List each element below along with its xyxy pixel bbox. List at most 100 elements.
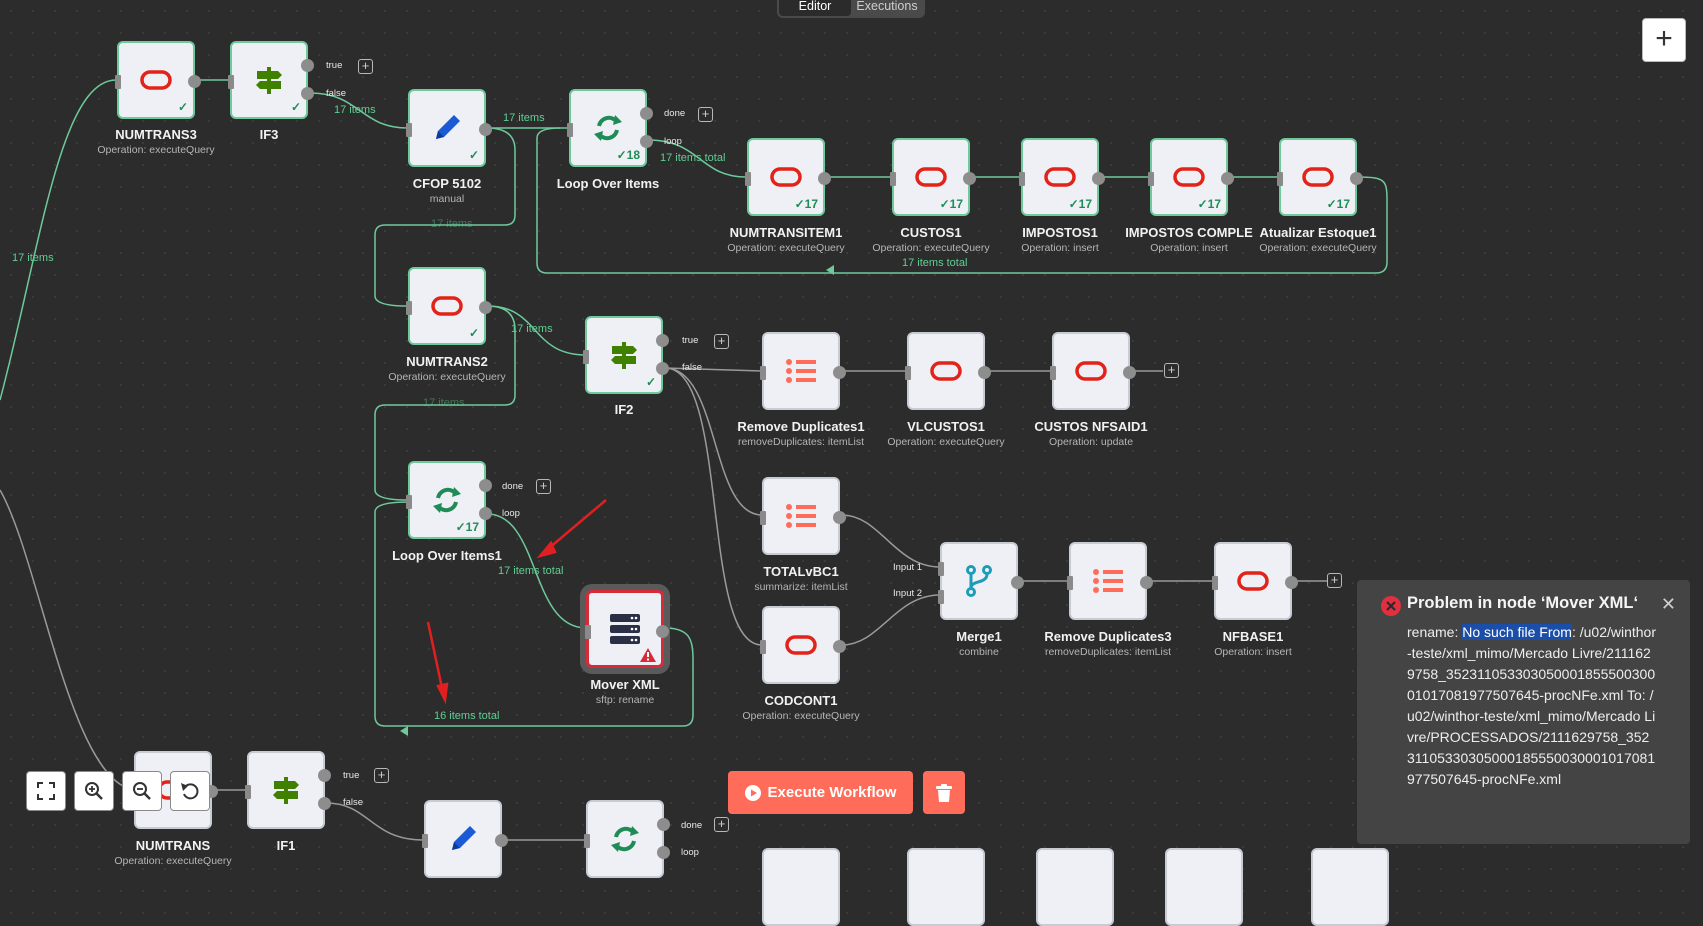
add-connection-button[interactable]: + (358, 59, 373, 74)
output-handle-false[interactable] (318, 797, 331, 810)
node-partial-3[interactable] (1036, 848, 1114, 926)
selected-text: No such file From (1462, 624, 1572, 640)
node-impostos1[interactable]: ✓17 (1019, 138, 1105, 216)
output-handle-done[interactable] (640, 107, 653, 120)
node-edit-fields[interactable] (422, 800, 508, 878)
add-connection-button[interactable]: + (374, 768, 389, 783)
output-handle[interactable] (479, 123, 492, 136)
node-label: CFOP 5102 (412, 176, 482, 191)
node-subtitle: Operation: insert (1150, 242, 1228, 254)
add-connection-button[interactable]: + (1327, 573, 1342, 588)
node-remove-duplicates1[interactable] (760, 332, 846, 410)
node-nfbase1[interactable] (1212, 542, 1298, 620)
edge-label: 17 items (334, 104, 376, 116)
output-handle[interactable] (1221, 172, 1234, 185)
output-handle-done[interactable] (479, 479, 492, 492)
list-icon (786, 359, 816, 383)
success-check-icon: ✓17 (1197, 197, 1221, 211)
node-codcont1[interactable] (760, 606, 846, 684)
execute-workflow-button[interactable]: Execute Workflow (728, 771, 913, 814)
node-numtrans2[interactable]: ✓ (406, 267, 492, 345)
output-handle[interactable] (963, 172, 976, 185)
connections-layer (0, 79, 1388, 841)
node-subtitle: Operation: executeQuery (742, 710, 860, 722)
node-subtitle: Operation: executeQuery (727, 242, 845, 254)
node-loop-over-items-bottom[interactable] (584, 800, 670, 878)
node-label: IF2 (614, 402, 634, 417)
node-custos1[interactable]: ✓17 (890, 138, 976, 216)
node-label: Loop Over Items (556, 176, 660, 191)
oracle-icon (1044, 167, 1076, 187)
node-numtransitem1[interactable]: ✓17 (745, 138, 831, 216)
merge-branch-icon (966, 565, 992, 597)
output-handle[interactable] (1092, 172, 1105, 185)
output-handle[interactable] (978, 366, 991, 379)
output-handle[interactable] (656, 625, 669, 638)
output-handle-true[interactable] (656, 334, 669, 347)
add-connection-button[interactable]: + (714, 817, 729, 832)
output-handle-loop[interactable] (479, 507, 492, 520)
node-impostos-comple[interactable]: ✓17 (1148, 138, 1234, 216)
node-custos-nfsaid1[interactable] (1050, 332, 1136, 410)
add-connection-button[interactable]: + (536, 479, 551, 494)
node-subtitle: Operation: executeQuery (1259, 242, 1377, 254)
tab-editor[interactable]: Editor (779, 0, 851, 16)
output-handle[interactable] (1123, 366, 1136, 379)
output-handle[interactable] (818, 172, 831, 185)
tab-executions[interactable]: Executions (856, 0, 918, 13)
node-partial-4[interactable] (1165, 848, 1243, 926)
reset-zoom-button[interactable] (170, 771, 210, 811)
node-partial-1[interactable] (762, 848, 840, 926)
node-subtitle: sftp: rename (595, 694, 655, 706)
node-subtitle: Operation: insert (1214, 646, 1292, 658)
node-merge1[interactable] (938, 542, 1024, 620)
add-connection-button[interactable]: + (1164, 363, 1179, 378)
node-totalvbc1[interactable] (760, 477, 846, 555)
output-handle[interactable] (1350, 172, 1363, 185)
output-handle-done[interactable] (657, 818, 670, 831)
zoom-out-icon (133, 782, 151, 800)
oracle-icon (1302, 167, 1334, 187)
output-handle[interactable] (188, 75, 201, 88)
output-handle[interactable] (1140, 576, 1153, 589)
output-handle[interactable] (1011, 576, 1024, 589)
output-handle[interactable] (833, 640, 846, 653)
node-atualizar-estoque1[interactable]: ✓17 (1277, 138, 1363, 216)
output-handle[interactable] (479, 301, 492, 314)
zoom-out-button[interactable] (122, 771, 162, 811)
port-label-true: true (343, 770, 360, 781)
output-handle-true[interactable] (318, 769, 331, 782)
node-vlcustos1[interactable] (905, 332, 991, 410)
node-partial-5[interactable] (1311, 848, 1389, 926)
output-handle-false[interactable] (301, 87, 314, 100)
delete-button[interactable] (923, 771, 965, 814)
node-remove-duplicates3[interactable] (1067, 542, 1153, 620)
zoom-in-button[interactable] (74, 771, 114, 811)
add-connection-button[interactable]: + (714, 334, 729, 349)
add-node-button[interactable]: + (1642, 18, 1686, 62)
undo-icon (181, 783, 199, 800)
node-cfop-5102[interactable]: ✓ (406, 89, 492, 167)
fit-view-button[interactable] (26, 771, 66, 811)
node-loop-over-items[interactable]: ✓18 (567, 89, 653, 167)
warning-icon (640, 648, 656, 662)
output-handle[interactable] (833, 366, 846, 379)
port-label-done: done (681, 820, 703, 831)
output-handle[interactable] (833, 511, 846, 524)
add-connection-button[interactable]: + (698, 107, 713, 122)
node-if2[interactable]: ✓ (583, 316, 669, 394)
node-mover-xml[interactable] (585, 590, 669, 668)
output-handle-true[interactable] (301, 59, 314, 72)
output-handle-false[interactable] (656, 362, 669, 375)
node-numtrans3[interactable]: ✓ (115, 41, 201, 119)
node-partial-2[interactable] (907, 848, 985, 926)
node-loop-over-items1[interactable]: ✓17 (406, 461, 492, 539)
output-handle-loop[interactable] (657, 846, 670, 859)
node-if1[interactable] (245, 751, 331, 829)
loop-arrows-icon (611, 826, 639, 852)
output-handle-loop[interactable] (640, 135, 653, 148)
output-handle[interactable] (495, 834, 508, 847)
node-if3[interactable]: ✓ (228, 41, 314, 119)
close-icon[interactable]: ✕ (1660, 594, 1676, 614)
output-handle[interactable] (1285, 576, 1298, 589)
